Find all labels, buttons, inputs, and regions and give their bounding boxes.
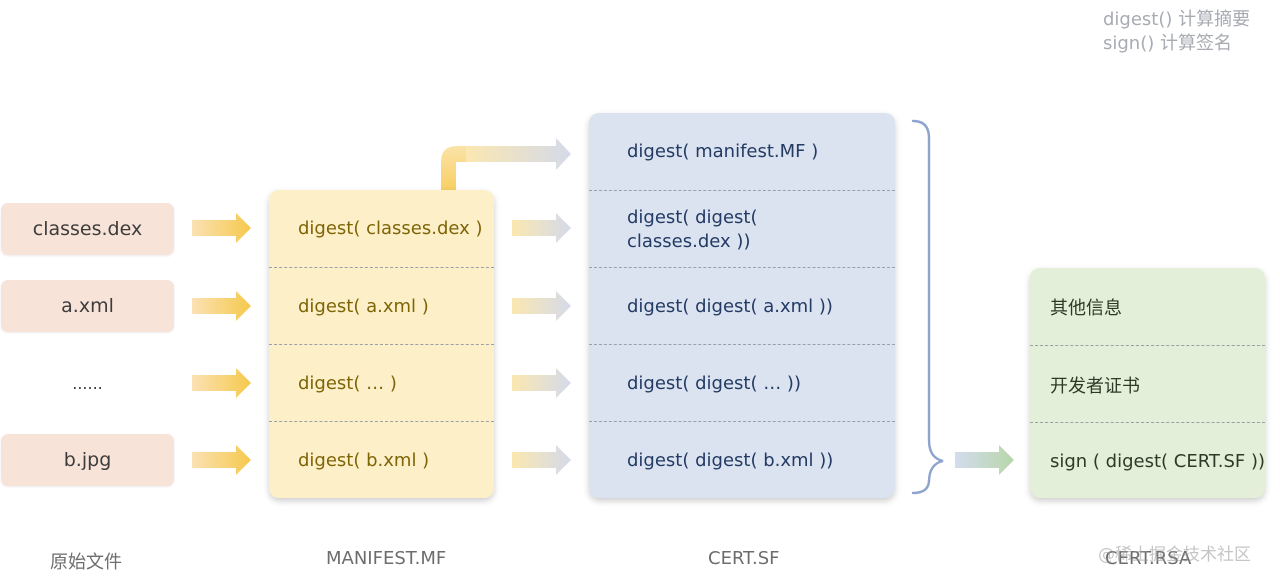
certrsa-row-text: 其他信息 [1050,297,1122,319]
certrsa-row-text: sign ( digest( CERT.SF )) [1050,450,1266,472]
arrow-file-to-manifest-3 [192,368,251,398]
file-ellipsis: ...... [1,357,174,409]
certrsa-row-text: 开发者证书 [1050,375,1140,397]
arrow-manifest-to-certsf-2 [512,291,571,321]
caption-manifest: MANIFEST.MF [326,548,447,569]
file-b-jpg: b.jpg [1,434,174,486]
caption-certsf: CERT.SF [708,548,780,569]
manifest-row-text: digest( … ) [298,373,397,394]
legend-sign: sign() 计算签名 [1103,33,1232,54]
arrow-certsf-to-certrsa [955,445,1014,475]
file-label: classes.dex [32,218,143,240]
file-a-xml: a.xml [1,280,174,332]
certsf-row-text: digest( digest( a.xml )) [627,295,833,317]
grouping-brace [911,119,944,495]
certsf-row-text: digest( manifest.MF ) [627,140,819,162]
arrow-manifest-to-certsf-elbow [441,138,571,190]
certsf-row: digest( manifest.MF ) [589,113,895,190]
certrsa-row: sign ( digest( CERT.SF )) [1030,422,1265,499]
file-label: a.xml [61,295,114,317]
arrow-file-to-manifest-1 [192,213,251,243]
file-classes-dex: classes.dex [1,203,174,255]
certsf-row-text: digest( digest( … )) [627,372,801,394]
manifest-row: digest( … ) [269,344,494,422]
manifest-row-text: digest( b.xml ) [298,450,430,471]
arrow-manifest-to-certsf-1 [512,213,571,243]
manifest-row-text: digest( classes.dex ) [298,218,483,239]
certsf-row: digest( digest( b.xml )) [589,421,895,499]
manifest-card: digest( classes.dex ) digest( a.xml ) di… [269,190,494,498]
arrow-manifest-to-certsf-4 [512,445,571,475]
manifest-row-text: digest( a.xml ) [298,296,429,317]
certsf-row: digest( digest( … )) [589,344,895,422]
watermark: @稀土掘金技术社区 [1098,545,1251,565]
caption-original-files: 原始文件 [50,552,122,573]
certsf-row: digest( digest( a.xml )) [589,267,895,345]
certrsa-card: 其他信息 开发者证书 sign ( digest( CERT.SF )) [1030,268,1265,498]
certsf-card: digest( manifest.MF ) digest( digest( cl… [589,113,895,498]
manifest-row: digest( a.xml ) [269,267,494,345]
certsf-row-text: digest( digest( classes.dex )) [627,206,758,252]
caption-certrsa: CERT.RSA [1105,548,1192,569]
manifest-row: digest( b.xml ) [269,421,494,499]
arrow-manifest-to-certsf-3 [512,368,571,398]
legend-digest: digest() 计算摘要 [1103,9,1251,30]
certrsa-row: 其他信息 [1030,268,1265,345]
certsf-row: digest( digest( classes.dex )) [589,190,895,268]
arrow-file-to-manifest-2 [192,291,251,321]
arrow-file-to-manifest-4 [192,445,251,475]
manifest-row: digest( classes.dex ) [269,190,494,267]
legend: digest() 计算摘要 sign() 计算签名 [1103,8,1250,56]
certsf-row-text: digest( digest( b.xml )) [627,449,834,471]
file-label: b.jpg [63,449,112,471]
certrsa-row: 开发者证书 [1030,345,1265,423]
file-label: ...... [72,373,103,393]
